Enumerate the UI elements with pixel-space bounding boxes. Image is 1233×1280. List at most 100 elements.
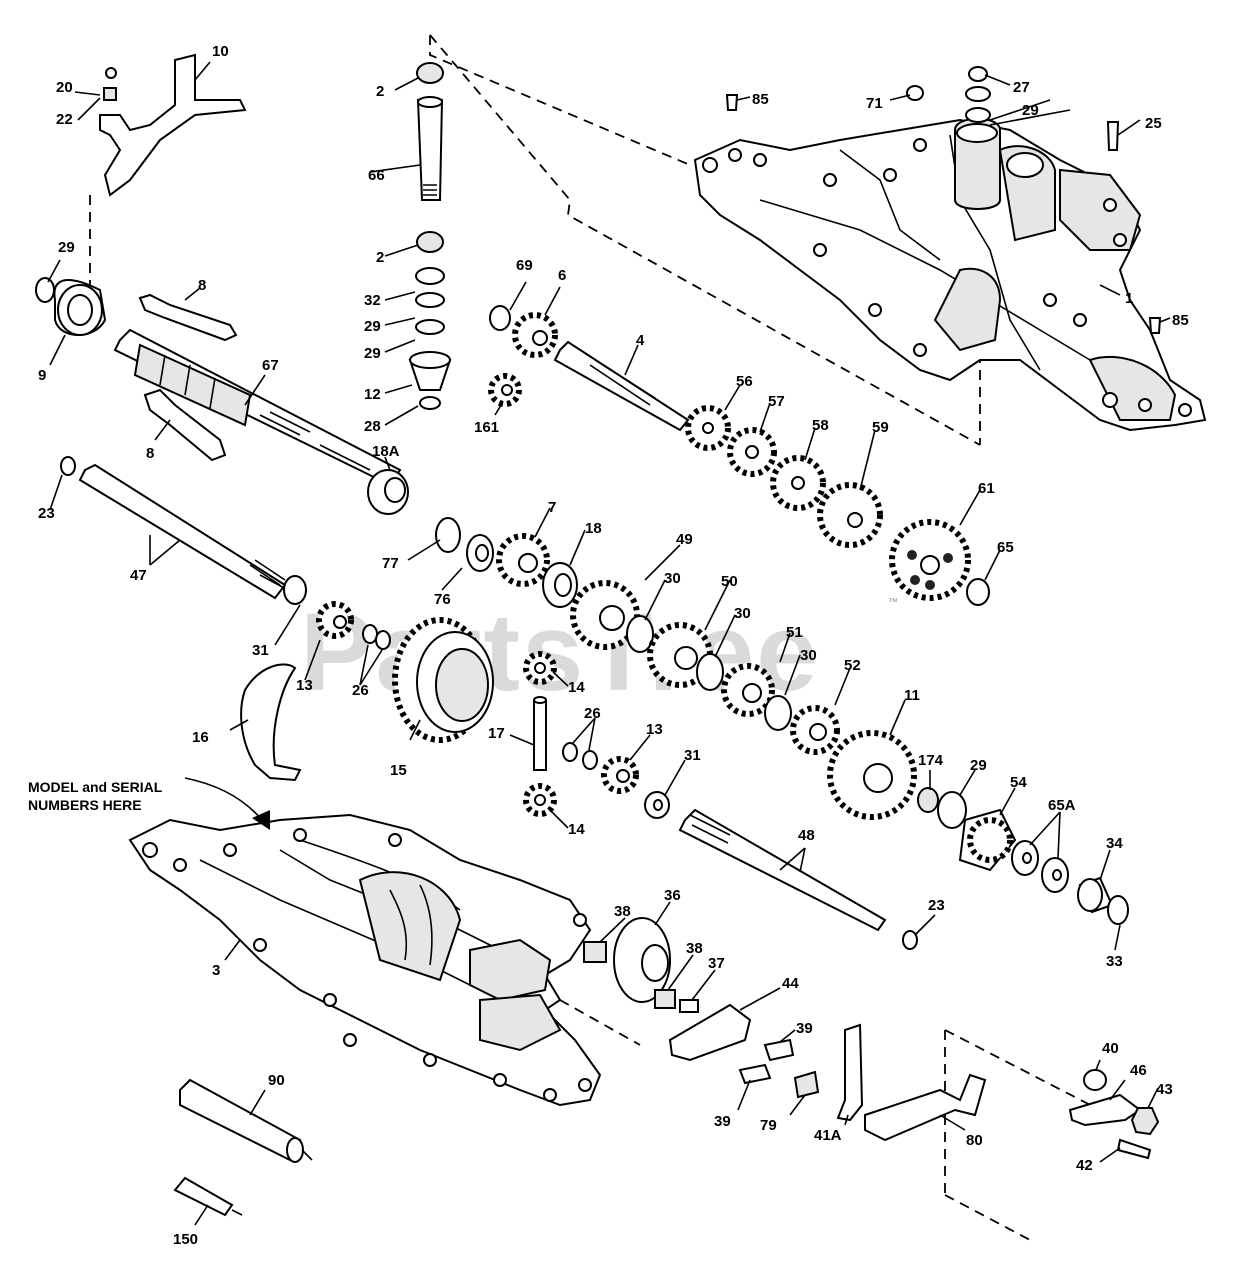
lower-housing-part — [128, 813, 602, 1107]
shift-lever-part — [99, 53, 247, 197]
right-axle-part — [678, 808, 918, 950]
callout-7: 7 — [548, 499, 556, 516]
callout-13-center: 13 — [646, 721, 663, 738]
callout-34: 34 — [1106, 835, 1123, 852]
callout-22: 22 — [56, 111, 73, 128]
differential-left — [283, 575, 391, 650]
callout-12: 12 — [364, 386, 381, 403]
callout-36: 36 — [664, 887, 681, 904]
callout-13-left: 13 — [296, 677, 313, 694]
gear-train-upper — [685, 405, 990, 606]
sealant-tubes — [173, 1078, 313, 1217]
callout-labels: 2 66 2 32 29 29 12 28 20 22 10 29 9 8 8 … — [38, 43, 1189, 1248]
callout-174: 174 — [918, 752, 944, 769]
callout-32: 32 — [364, 292, 381, 309]
callout-29-left: 29 — [58, 239, 75, 256]
brake-band-part — [240, 663, 302, 782]
callout-37: 37 — [708, 955, 725, 972]
callout-31-center: 31 — [684, 747, 701, 764]
callout-6: 6 — [558, 267, 566, 284]
callout-40: 40 — [1102, 1040, 1119, 1057]
callout-8-lower: 8 — [146, 445, 154, 462]
callout-57: 57 — [768, 393, 785, 410]
axle-part — [60, 456, 289, 600]
callout-14-top: 14 — [568, 679, 585, 696]
watermark-trademark: ™ — [888, 597, 898, 608]
upper-housing-part — [693, 117, 1207, 432]
callout-18: 18 — [585, 520, 602, 537]
bearing-part — [367, 469, 409, 515]
callout-85-top: 85 — [752, 91, 769, 108]
shift-rails — [138, 293, 238, 462]
gears-mid-left — [435, 517, 578, 608]
callout-50: 50 — [721, 573, 738, 590]
callout-29-top: 29 — [1022, 102, 1039, 119]
callout-85-right: 85 — [1172, 312, 1189, 329]
callout-2-lower: 2 — [376, 249, 384, 266]
callout-42: 42 — [1076, 1157, 1093, 1174]
model-serial-note-line1: MODEL and SERIAL — [28, 779, 163, 795]
callout-47: 47 — [130, 567, 147, 584]
callout-61: 61 — [978, 480, 995, 497]
callout-38-a: 38 — [614, 903, 631, 920]
callout-29-right: 29 — [970, 757, 987, 774]
callout-65A: 65A — [1048, 797, 1076, 814]
callout-56: 56 — [736, 373, 753, 390]
callout-29-shaft-a: 29 — [364, 318, 381, 335]
callout-8-upper: 8 — [198, 277, 206, 294]
callout-3: 3 — [212, 962, 220, 979]
hardware-bracket — [1068, 1069, 1160, 1160]
callout-90: 90 — [268, 1072, 285, 1089]
callout-27: 27 — [1013, 79, 1030, 96]
callout-29-shaft-b: 29 — [364, 345, 381, 362]
callout-30-a: 30 — [664, 570, 681, 587]
callout-18A: 18A — [372, 443, 400, 460]
callout-48: 48 — [798, 827, 815, 844]
collar-part — [35, 277, 107, 336]
callout-39-lower: 39 — [714, 1113, 731, 1130]
output-gear-train — [827, 730, 1129, 925]
callout-39-upper: 39 — [796, 1020, 813, 1037]
callout-17: 17 — [488, 725, 505, 742]
callout-66: 66 — [368, 167, 385, 184]
callout-41A: 41A — [814, 1127, 842, 1144]
callout-15: 15 — [390, 762, 407, 779]
leader-lines — [47, 61, 1171, 1226]
vertical-shaft-assembly — [408, 62, 452, 410]
callout-26-left: 26 — [352, 682, 369, 699]
callout-77: 77 — [382, 555, 399, 572]
callout-71: 71 — [866, 95, 883, 112]
small-gears-top — [488, 305, 558, 407]
callout-23-right: 23 — [928, 897, 945, 914]
callout-150: 150 — [173, 1231, 198, 1248]
callout-23-left: 23 — [38, 505, 55, 522]
callout-30-b: 30 — [734, 605, 751, 622]
callout-10: 10 — [212, 43, 229, 60]
callout-9: 9 — [38, 367, 46, 384]
callout-59: 59 — [872, 419, 889, 436]
callout-52: 52 — [844, 657, 861, 674]
callout-16: 16 — [192, 729, 209, 746]
brake-assembly — [583, 917, 820, 1099]
housing-fasteners — [725, 66, 1162, 334]
callout-20: 20 — [56, 79, 73, 96]
callout-80: 80 — [966, 1132, 983, 1149]
callout-11: 11 — [904, 687, 920, 704]
callout-38-b: 38 — [686, 940, 703, 957]
callout-43: 43 — [1156, 1081, 1173, 1098]
callout-65: 65 — [997, 539, 1014, 556]
callout-1: 1 — [1125, 290, 1133, 307]
callout-30-c: 30 — [800, 647, 817, 664]
callout-46: 46 — [1130, 1062, 1147, 1079]
callout-58: 58 — [812, 417, 829, 434]
callout-31-left: 31 — [252, 642, 269, 659]
model-serial-note-line2: NUMBERS HERE — [28, 797, 142, 813]
callout-14-bottom: 14 — [568, 821, 585, 838]
brake-linkage — [836, 1023, 987, 1142]
callout-4: 4 — [636, 332, 645, 349]
callout-49: 49 — [676, 531, 693, 548]
splined-shaft-part — [113, 328, 402, 487]
callout-2-top: 2 — [376, 83, 384, 100]
callout-161: 161 — [474, 419, 499, 436]
